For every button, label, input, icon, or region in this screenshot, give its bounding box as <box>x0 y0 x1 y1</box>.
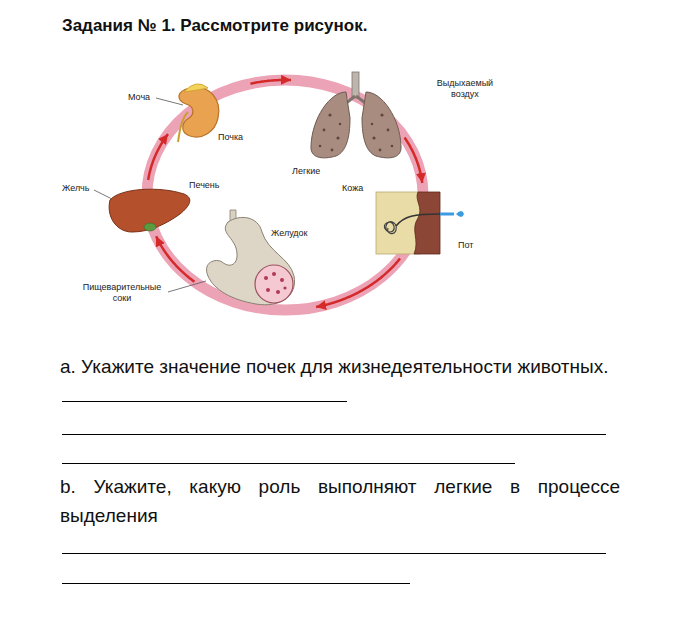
question-block: b. Укажите, какую роль выполняют легкие … <box>60 472 620 530</box>
leader-line <box>156 98 183 105</box>
answer-line <box>62 583 410 584</box>
label-box: Выдыхаемый воздух <box>430 78 500 100</box>
product-label: Моча <box>128 92 150 102</box>
label-box: Моча <box>128 92 168 103</box>
cycle-ring <box>147 80 423 310</box>
leader-line <box>94 190 112 199</box>
product-label: Желчь <box>62 183 89 193</box>
liver-shape <box>109 189 190 232</box>
sweat-drop <box>456 211 464 217</box>
task-title: Задания № 1. Рассмотрите рисунок. <box>62 16 367 36</box>
sweat-duct <box>396 214 440 226</box>
lung-texture <box>319 113 394 151</box>
kidney-picture <box>156 84 219 142</box>
epidermis <box>414 192 440 254</box>
product-label: Пот <box>458 240 473 250</box>
question-text: a. Укажите значение почек для жизнедеяте… <box>60 356 608 377</box>
organ-name: Кожа <box>342 183 363 194</box>
label-box: Желчь <box>62 183 102 194</box>
gland-cells <box>264 272 287 294</box>
answer-line <box>62 434 606 435</box>
ureter <box>178 112 188 142</box>
sweat-outlet <box>440 213 454 216</box>
liver-picture <box>94 189 190 232</box>
organ-name: Печень <box>189 180 220 191</box>
answer-blank <box>62 400 347 402</box>
cycle-arrow <box>316 258 400 307</box>
sweat-gland <box>384 222 396 234</box>
organ-name: Легкие <box>292 166 320 177</box>
adrenal-gland <box>184 84 208 92</box>
label-box: Пот <box>458 240 488 251</box>
organ-stomach: Желудок <box>195 212 315 312</box>
kidney-shape <box>179 87 219 137</box>
organ-kidney: Почка <box>168 82 250 145</box>
label-box: Пищеварительные соки <box>76 282 168 304</box>
organ-name: Желудок <box>271 228 308 239</box>
left-lung <box>311 92 350 158</box>
lungs-picture <box>311 72 401 158</box>
cycle-arrow <box>405 138 423 183</box>
stomach-picture <box>168 210 295 305</box>
organ-name: Почка <box>218 132 243 143</box>
gallbladder <box>144 223 156 231</box>
organ-lungs: Легкие <box>292 70 404 179</box>
product-label: Выдыхаемый воздух <box>437 78 493 99</box>
cycle-arrow <box>148 134 168 180</box>
answer-line <box>62 463 515 464</box>
cycle-arrow <box>156 236 194 282</box>
question-text: b. Укажите, какую роль выполняют легкие … <box>60 476 620 526</box>
leader-line <box>168 281 206 292</box>
organ-liver: Печень <box>105 180 222 236</box>
question-block: a. Укажите значение почек для жизнедеяте… <box>60 352 625 410</box>
gland-inset <box>255 265 293 303</box>
organ-skin: Кожа <box>340 183 445 258</box>
right-lung <box>362 92 401 158</box>
trachea <box>352 72 359 98</box>
answer-line <box>62 553 606 554</box>
cycle-arrow <box>250 80 291 84</box>
product-label: Пищеварительные соки <box>83 282 162 303</box>
skin-picture <box>376 192 464 254</box>
